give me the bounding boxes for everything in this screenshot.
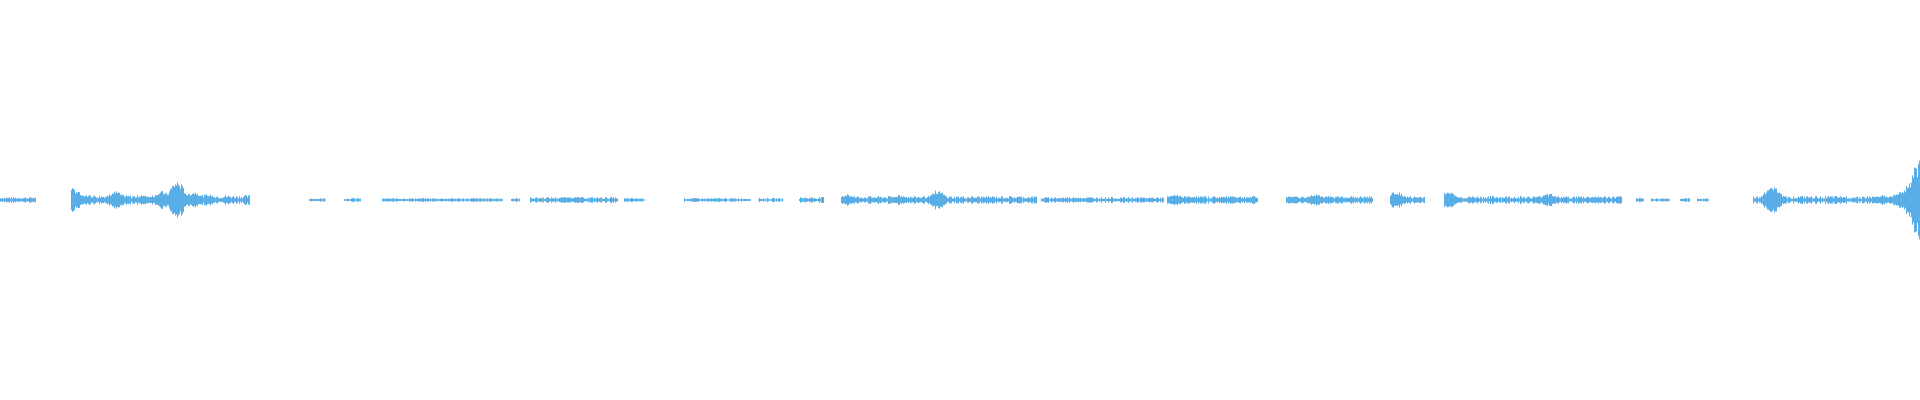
waveform-bars <box>0 160 1920 240</box>
